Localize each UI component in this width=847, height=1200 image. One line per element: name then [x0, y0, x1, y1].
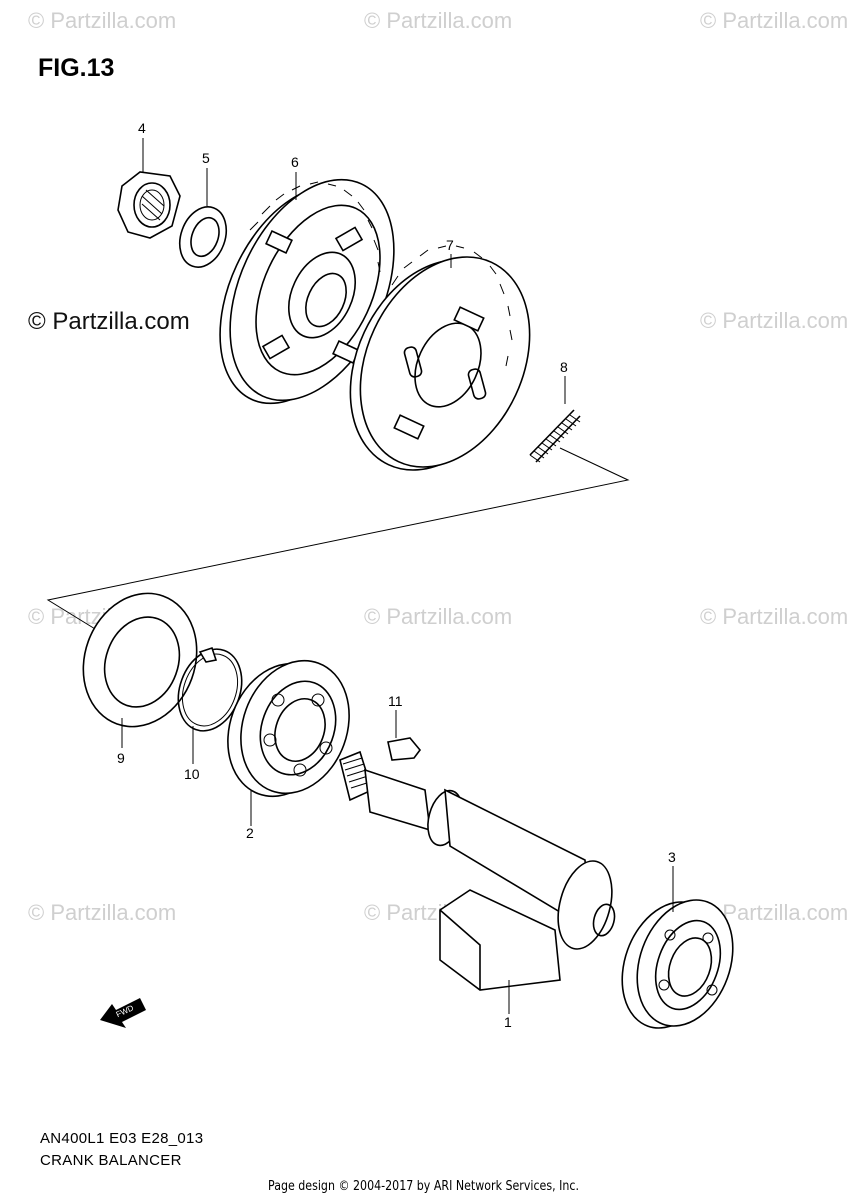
part-1-balancer-shaft[interactable]	[339, 750, 621, 991]
watermark: © Partzilla.com	[364, 8, 513, 33]
callout-5: 5	[202, 150, 210, 166]
callout-7: 7	[446, 237, 454, 253]
diagram-title: CRANK BALANCER	[40, 1152, 182, 1169]
part-11-key[interactable]	[387, 737, 422, 761]
part-9-washer[interactable]	[65, 577, 215, 742]
callout-2: 2	[246, 825, 254, 841]
watermark: © Partzilla.com	[700, 604, 847, 629]
watermark: © Partzilla.com	[700, 8, 847, 33]
callout-6: 6	[291, 154, 299, 170]
model-code: AN400L1 E03 E28_013	[40, 1130, 204, 1147]
part-10-circlip[interactable]	[167, 640, 252, 739]
callout-8: 8	[560, 359, 568, 375]
watermark-primary: © Partzilla.com	[28, 308, 190, 335]
leader-lines	[121, 138, 674, 1014]
fwd-arrow-icon: FWD	[100, 998, 146, 1028]
part-8-spring[interactable]	[529, 409, 581, 463]
figure-title: FIG.13	[38, 54, 115, 82]
footer-copyright: Page design © 2004-2017 by ARI Network S…	[268, 1179, 579, 1194]
watermark: © Partzilla.com	[364, 604, 513, 629]
callout-1: 1	[504, 1014, 512, 1030]
watermark: © Partzilla.com	[700, 308, 847, 333]
callout-10: 10	[184, 766, 200, 782]
assembly-outline	[46, 447, 630, 633]
part-4-nut[interactable]	[117, 171, 181, 239]
part-7-gear-disc[interactable]	[318, 229, 562, 497]
watermark: © Partzilla.com	[28, 8, 177, 33]
callout-11: 11	[388, 693, 403, 709]
callout-4: 4	[138, 120, 146, 136]
part-2-bearing[interactable]	[210, 645, 367, 811]
part-5-washer[interactable]	[172, 200, 235, 273]
callout-9: 9	[117, 750, 125, 766]
callout-3: 3	[668, 849, 676, 865]
watermark: © Partzilla.com	[28, 900, 177, 925]
part-3-bearing[interactable]	[605, 887, 749, 1042]
part-6-driven-gear[interactable]	[188, 154, 427, 429]
